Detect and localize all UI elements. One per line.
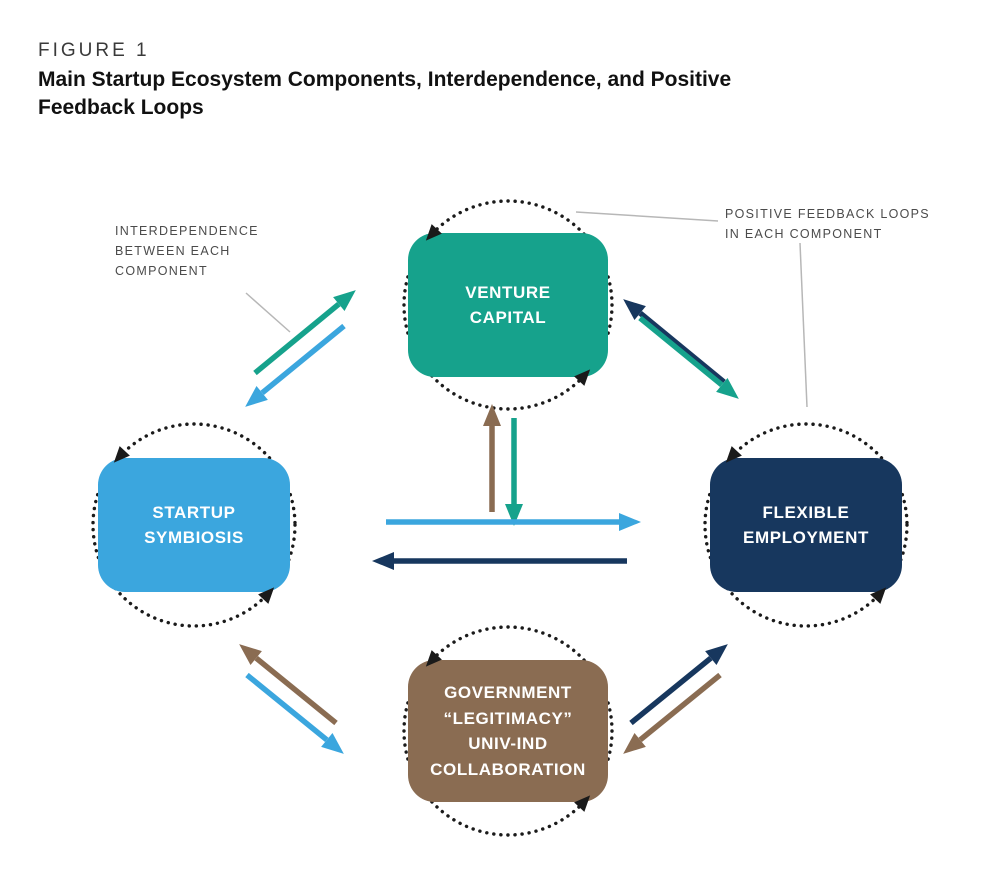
arrow-vc-gov-teal xyxy=(505,418,523,526)
feedback-loop-arrowheads xyxy=(113,224,887,812)
arrow-ss-fe-blue xyxy=(386,513,641,531)
feedback-loop-circle-flexible-employment xyxy=(703,422,909,628)
figure-number: FIGURE 1 xyxy=(38,40,150,61)
arrow-ss-gov-blue xyxy=(245,672,344,754)
figure-title: Main Startup Ecosystem Components, Inter… xyxy=(38,68,732,120)
government-box xyxy=(408,660,608,802)
annotation-line-feedback-vc xyxy=(575,211,719,222)
arrow-vc-ss-blue xyxy=(245,323,346,407)
arrow-gov-ss-brown xyxy=(239,644,338,726)
startup-symbiosis-box xyxy=(98,458,290,592)
annotation-line-feedback-fe xyxy=(799,242,808,408)
feedback-loop-circle-startup-symbiosis xyxy=(91,422,297,628)
venture-capital-box xyxy=(408,233,608,377)
feedback-loop-circle-government xyxy=(402,625,614,837)
annotation-interdependence: INTERDEPENDENCE BETWEEN EACH COMPONENT xyxy=(115,224,259,278)
arrow-vc-fe-teal xyxy=(638,315,739,399)
flexible-employment-box xyxy=(710,458,902,592)
arrow-fe-ss-navy xyxy=(372,552,627,570)
arrow-gov-fe-navy xyxy=(629,644,728,726)
arrow-fe-gov-brown xyxy=(623,672,722,754)
annotation-feedback-loops: POSITIVE FEEDBACK LOOPS IN EACH COMPONEN… xyxy=(725,207,930,241)
feedback-loop-circle-venture-capital xyxy=(402,199,614,411)
arrow-ss-vc-teal xyxy=(253,290,356,376)
annotation-line-interdependence xyxy=(245,292,291,333)
arrow-fe-vc-navy xyxy=(623,299,726,385)
arrow-gov-vc-brown xyxy=(483,404,501,512)
